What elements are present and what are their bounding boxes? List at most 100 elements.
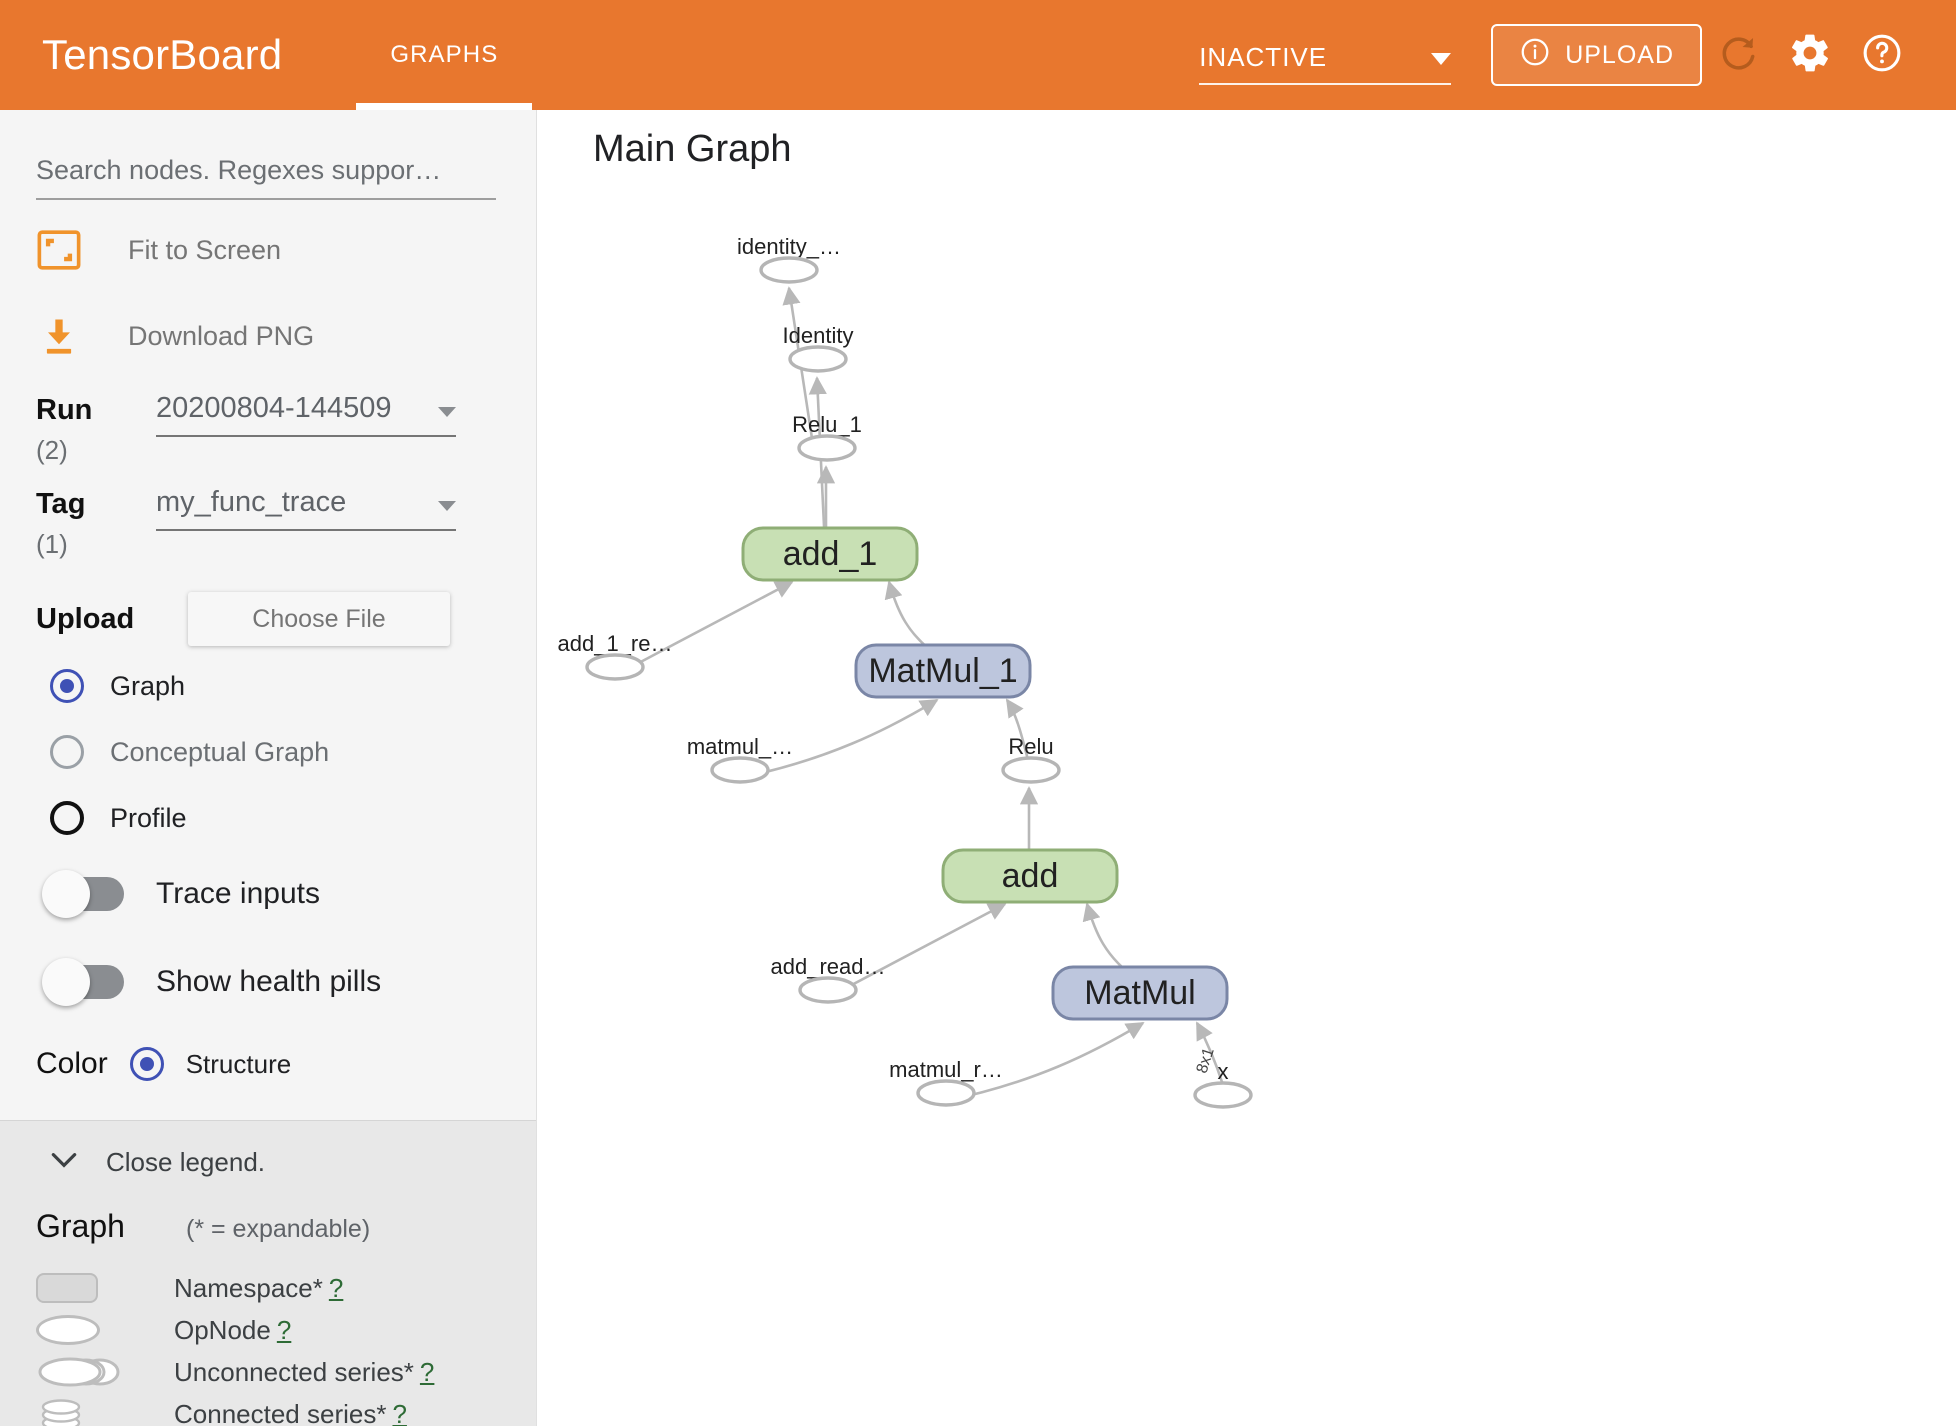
run-state-value: INACTIVE [1199, 42, 1328, 72]
upload-field: Upload Choose File [0, 592, 536, 646]
legend-note: (* = expandable) [186, 1215, 371, 1243]
graph-canvas[interactable]: Main Graph [537, 110, 1956, 1426]
legend-item-unconnected-series-label: Unconnected series* [174, 1356, 414, 1387]
edge-matmulread1-to-matmul1 [738, 698, 939, 780]
radio-structure-indicator[interactable] [129, 1047, 164, 1081]
help-link-connected-series[interactable]: ? [392, 1398, 407, 1426]
node-add-1-read-label: add_1_re… [558, 631, 673, 656]
tag-field: Tag (1) my_func_trace [0, 486, 536, 560]
legend-item-connected-series-label: Connected series* [174, 1398, 387, 1426]
chevron-down-icon [48, 1149, 80, 1176]
search-container [0, 110, 536, 200]
radio-graph-label: Graph [110, 670, 186, 701]
node-relu-1[interactable]: Relu_1 [792, 412, 862, 462]
graph-svg[interactable]: 8x1 identity_… Identity Relu_1 [537, 110, 1956, 1426]
legend-item-namespace-label: Namespace* [174, 1272, 323, 1303]
legend-item-opnode: OpNode? [36, 1309, 500, 1351]
tag-dropdown[interactable]: my_func_trace [156, 486, 456, 531]
node-matmul-read[interactable]: matmul_r… [889, 1057, 1003, 1107]
node-matmul-label: MatMul [1084, 974, 1195, 1012]
edge-addread-to-add [826, 902, 1007, 1000]
radio-profile-indicator [50, 801, 84, 835]
node-relu[interactable]: Relu [1001, 734, 1061, 784]
gear-icon [1788, 31, 1832, 80]
legend-item-connected-series: Connected series*? [36, 1393, 500, 1426]
edge-x-to-matmul [1195, 1021, 1225, 1086]
edge-identity-to-identity-out [782, 286, 817, 459]
help-link-opnode[interactable]: ? [276, 1314, 292, 1345]
close-legend-button[interactable]: Close legend. [36, 1147, 500, 1178]
node-relu-1-label: Relu_1 [792, 412, 862, 437]
node-add-read-label: add_read… [771, 954, 886, 979]
graph-title: Main Graph [593, 128, 792, 170]
app-header: TensorBoard GRAPHS INACTIVE UPLOAD [0, 0, 1956, 110]
tag-count: (1) [36, 529, 68, 559]
upload-button[interactable]: UPLOAD [1491, 24, 1702, 86]
node-matmul[interactable]: MatMul [1051, 965, 1229, 1021]
download-icon [36, 314, 98, 358]
radio-conceptual-graph[interactable]: Conceptual Graph [0, 726, 536, 778]
chevron-down-icon [438, 407, 456, 417]
toggle-trace-inputs-switch[interactable] [42, 870, 124, 918]
node-identity-out-label: identity_… [737, 234, 841, 259]
fit-to-screen-label: Fit to Screen [128, 234, 282, 265]
refresh-button[interactable] [1702, 19, 1774, 91]
node-matmul-read-label: matmul_r… [889, 1057, 1003, 1082]
radio-graph-indicator [50, 669, 84, 703]
legend-title: Graph [36, 1208, 125, 1244]
tab-graphs[interactable]: GRAPHS [356, 0, 533, 110]
run-count: (2) [36, 435, 68, 465]
toggle-show-health-pills[interactable]: Show health pills [0, 944, 536, 1020]
node-add-1-read[interactable]: add_1_re… [558, 631, 673, 681]
tab-graphs-label: GRAPHS [390, 41, 499, 68]
legend-header: Graph (* = expandable) [36, 1208, 500, 1245]
edge-matmulread-to-matmul [944, 1021, 1145, 1103]
node-add-1[interactable]: add_1 [741, 526, 919, 582]
node-x-label: x [1218, 1059, 1229, 1084]
opnode-symbol-icon [36, 1315, 156, 1345]
run-state-dropdown[interactable]: INACTIVE [1199, 25, 1452, 85]
node-add[interactable]: add [941, 848, 1119, 904]
choose-file-label: Choose File [252, 604, 386, 633]
toggle-show-health-pills-label: Show health pills [156, 965, 382, 998]
radio-profile[interactable]: Profile [0, 792, 536, 844]
chevron-down-icon [438, 501, 456, 511]
toggle-show-health-pills-switch[interactable] [42, 958, 124, 1006]
edge-relu1-to-identity [808, 376, 827, 548]
app-brand: TensorBoard [42, 31, 283, 78]
radio-conceptual-graph-label: Conceptual Graph [110, 736, 330, 767]
help-link-namespace[interactable]: ? [328, 1272, 344, 1303]
node-add-read[interactable]: add_read… [771, 954, 886, 1004]
radio-profile-label: Profile [110, 802, 187, 833]
run-dropdown[interactable]: 20200804-144509 [156, 392, 456, 437]
download-png-action[interactable]: Download PNG [0, 300, 536, 372]
header-right-controls: INACTIVE UPLOAD [1199, 19, 1956, 91]
edge-label-8x1: 8x1 [1194, 1046, 1218, 1076]
tag-value: my_func_trace [156, 486, 347, 518]
node-x[interactable]: x [1193, 1059, 1253, 1109]
node-add-1-label: add_1 [783, 535, 878, 573]
color-label: Color [36, 1047, 108, 1080]
search-input[interactable] [36, 155, 496, 200]
color-field: Color Structure [0, 1030, 536, 1098]
radio-graph[interactable]: Graph [0, 660, 536, 712]
fit-to-screen-icon [36, 230, 98, 270]
help-link-unconnected-series[interactable]: ? [419, 1356, 435, 1387]
toggle-trace-inputs[interactable]: Trace inputs [0, 856, 536, 932]
node-identity[interactable]: Identity [783, 323, 854, 373]
node-identity-out[interactable]: identity_… [737, 234, 841, 284]
fit-to-screen-action[interactable]: Fit to Screen [0, 214, 536, 286]
choose-file-button[interactable]: Choose File [188, 592, 450, 646]
chevron-down-icon [1431, 53, 1452, 65]
node-relu-label: Relu [1008, 734, 1053, 759]
node-matmul-1-label: MatMul_1 [868, 652, 1017, 690]
help-button[interactable] [1846, 19, 1918, 91]
legend-item-opnode-label: OpNode [174, 1314, 271, 1345]
connected-series-symbol-icon [36, 1395, 156, 1426]
settings-button[interactable] [1774, 19, 1846, 91]
legend-panel: Close legend. Graph (* = expandable) Nam… [0, 1120, 536, 1426]
node-matmul-read-1[interactable]: matmul_… [687, 734, 793, 784]
close-legend-label: Close legend. [106, 1147, 265, 1177]
node-matmul-1[interactable]: MatMul_1 [854, 643, 1032, 699]
upload-label: Upload [36, 602, 135, 635]
